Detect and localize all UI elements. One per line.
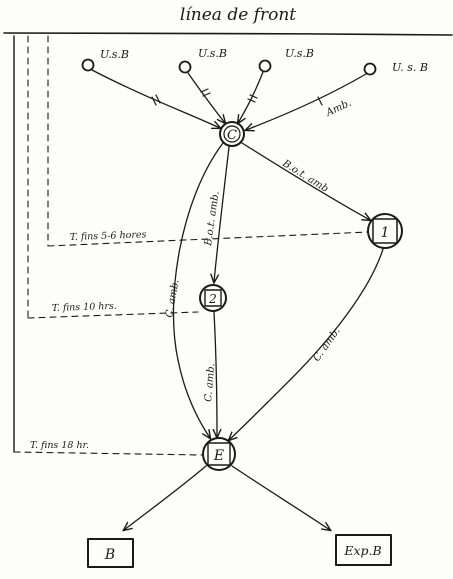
node-e-label: E [213, 448, 224, 464]
box-expb-label: Exp.B [343, 543, 381, 558]
unit-node-1 [81, 58, 95, 72]
edge-tick-2 [200, 88, 211, 97]
diagram-title: línea de front [180, 5, 296, 25]
edge-label-node2-node-e: C. amb. [203, 363, 217, 402]
node-1-circle [367, 213, 403, 249]
edge-unit2-c [187, 72, 225, 123]
time-line-3 [13, 451, 204, 456]
node-e-circle [202, 437, 236, 471]
box-expb [335, 534, 392, 566]
edge-node2-node-e [214, 311, 217, 437]
time-line-2 [27, 311, 199, 319]
time-label-3: T. fins 18 hr. [30, 440, 89, 451]
time-line-1 [47, 231, 369, 247]
node-2-square [204, 289, 222, 307]
edge-label-c-node-e: C. amb. [164, 279, 182, 319]
unit-label-3: U.s.B [285, 47, 314, 60]
unit-node-2 [178, 60, 192, 74]
edge-tick-1 [151, 94, 161, 106]
node-c-label: C [227, 128, 237, 143]
node-c-inner [223, 125, 241, 143]
edge-c-node2 [214, 146, 230, 282]
box-b [87, 538, 134, 568]
edge-label-node1-node-e: C. amb. [311, 326, 342, 364]
edge-unit4-c [246, 73, 367, 130]
edge-unit1-c [91, 69, 220, 128]
edge-label-unit4-c: Amb. [324, 98, 353, 120]
edge-tick-4 [317, 96, 323, 106]
unit-node-4 [363, 62, 377, 76]
unit-label-4: U. s. B [392, 61, 428, 74]
node-2-label: 2 [208, 292, 217, 306]
edge-node-e-b [124, 465, 207, 530]
node-2-circle [199, 284, 227, 312]
edge-tick-3 [247, 94, 258, 103]
unit-node-3 [258, 59, 272, 73]
unit-label-2: U.s.B [198, 47, 227, 60]
time-label-2: T. fins 10 hrs. [52, 301, 117, 314]
edge-node-e-expb [231, 465, 330, 530]
edge-label-c-node1: B.o.t. amb [280, 158, 331, 195]
node-c-outer [219, 121, 245, 147]
time-label-1: T. fins 5-6 hores [70, 229, 147, 243]
node-1-square [372, 218, 398, 244]
node-1-label: 1 [381, 225, 390, 241]
box-b-label: B [104, 547, 115, 563]
edge-c-node-e [172, 142, 224, 438]
edge-unit3-c [238, 71, 264, 123]
unit-label-1: U.s.B [100, 48, 129, 61]
edge-c-node1 [241, 142, 370, 220]
node-e-square [207, 442, 231, 466]
front-line [3, 32, 453, 36]
edge-node1-node-e [229, 248, 384, 440]
